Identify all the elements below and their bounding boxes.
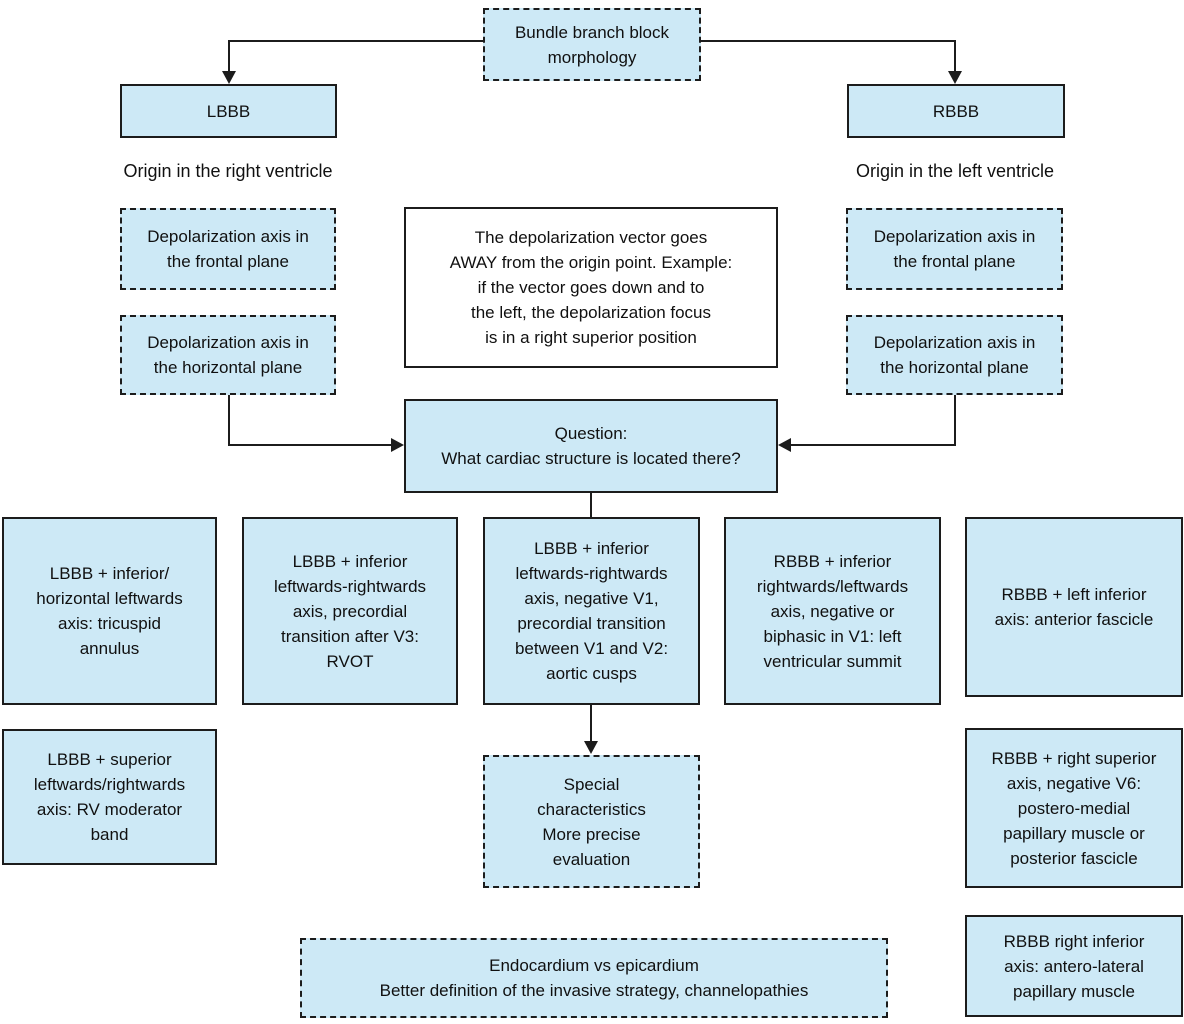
node-right-depolarization-horizontal: Depolarization axis in the horizontal pl…	[846, 315, 1063, 395]
node-question: Question: What cardiac structure is loca…	[404, 399, 778, 493]
arrowhead-right-question	[778, 438, 791, 452]
node-left-depolarization-horizontal: Depolarization axis in the horizontal pl…	[120, 315, 336, 395]
node-tricuspid-annulus: LBBB + inferior/ horizontal leftwards ax…	[2, 517, 217, 705]
arrowhead-root-lbbb	[222, 71, 236, 84]
node-aortic-cusps: LBBB + inferior leftwards-rightwards axi…	[483, 517, 700, 705]
node-endocardium-vs-epicardium: Endocardium vs epicardium Better definit…	[300, 938, 888, 1018]
origin-left-ventricle-label: Origin in the left ventricle	[855, 160, 1055, 181]
node-anterior-fascicle: RBBB + left inferior axis: anterior fasc…	[965, 517, 1183, 697]
node-left-ventricular-summit: RBBB + inferior rightwards/leftwards axi…	[724, 517, 941, 705]
connector-right-question	[790, 395, 956, 446]
origin-right-ventricle-label: Origin in the right ventricle	[123, 160, 333, 181]
connector-left-question	[228, 395, 392, 446]
connector-root-lbbb	[228, 40, 483, 74]
arrowhead-left-question	[391, 438, 404, 452]
node-bundle-branch-block-morphology: Bundle branch block morphology	[483, 8, 701, 81]
arrowhead-aortic-special	[584, 741, 598, 754]
node-rv-moderator-band: LBBB + superior leftwards/rightwards axi…	[2, 729, 217, 865]
node-right-depolarization-frontal: Depolarization axis in the frontal plane	[846, 208, 1063, 290]
node-depolarization-vector-note: The depolarization vector goes AWAY from…	[404, 207, 778, 368]
connector-root-rbbb	[701, 40, 956, 74]
node-rbbb: RBBB	[847, 84, 1065, 138]
arrowhead-root-rbbb	[948, 71, 962, 84]
node-lbbb: LBBB	[120, 84, 337, 138]
node-special-characteristics: Special characteristics More precise eva…	[483, 755, 700, 888]
node-postero-medial-papillary: RBBB + right superior axis, negative V6:…	[965, 728, 1183, 888]
node-left-depolarization-frontal: Depolarization axis in the frontal plane	[120, 208, 336, 290]
node-rvot: LBBB + inferior leftwards-rightwards axi…	[242, 517, 458, 705]
node-antero-lateral-papillary: RBBB right inferior axis: antero-lateral…	[965, 915, 1183, 1017]
